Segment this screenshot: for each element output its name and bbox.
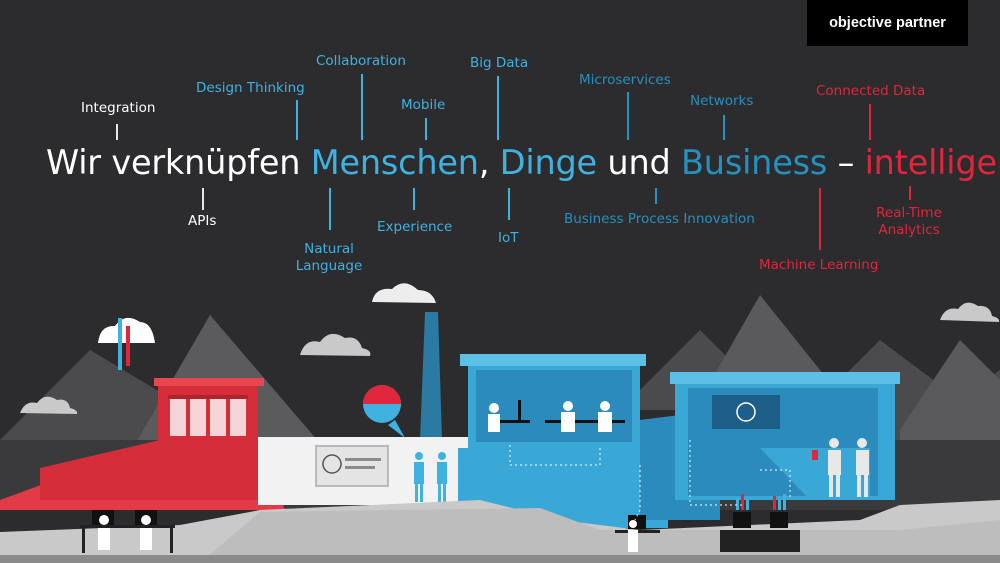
headline: Wir verknüpfen Menschen, Dinge und Busin… [46,141,1000,185]
tag-collaboration: Collaboration [316,53,406,69]
tag-microservices: Microservices [579,72,671,88]
tag-realtime-analytics: Real-Time Analytics [868,205,950,239]
tag-natural-language: Natural Language [290,241,368,275]
tag-design-thinking: Design Thinking [196,80,305,96]
headline-comma: , [478,143,500,182]
connector-realtime-analytics [909,186,911,200]
tag-iot: IoT [498,230,519,246]
headline-dinge: Dinge [499,143,597,182]
tag-integration: Integration [81,100,156,116]
connector-apis [202,188,204,210]
tag-mobile: Mobile [401,97,446,113]
tag-natural-language-line2: Language [295,258,363,274]
blue-building-right [670,372,900,500]
bottom-desks [615,494,800,552]
headline-dash: – [827,143,865,182]
tag-business-process-innovation: Business Process Innovation [564,211,755,227]
tag-networks: Networks [690,93,754,109]
clouds [20,283,1000,414]
tag-connected-data: Connected Data [816,83,926,99]
connector-mobile [425,118,427,140]
headline-menschen: Menschen [310,143,479,182]
connector-integration [116,124,118,140]
connector-design-thinking [296,100,298,140]
connector-big-data [497,76,499,140]
headline-business: Business [681,143,828,182]
connector-bpi [655,188,657,204]
headline-part1: Wir verknüpfen [46,143,311,182]
headline-intelligent: intelligent. [864,143,1000,182]
connector-microservices [627,92,629,140]
tag-realtime-line1: Real-Time [876,205,942,221]
red-building [154,378,264,475]
tag-big-data: Big Data [470,55,529,71]
connector-collaboration [361,74,363,140]
logo[interactable]: objective partner [807,0,968,46]
tag-apis: APIs [188,213,217,229]
connector-iot [508,188,510,220]
connector-experience [413,188,415,210]
connector-networks [723,115,725,140]
tag-natural-language-line1: Natural [304,241,354,257]
tag-machine-learning: Machine Learning [759,257,879,273]
white-building [258,385,468,505]
chimney [420,312,442,440]
tag-realtime-line2: Analytics [878,222,940,238]
connector-connected-data [869,104,871,140]
connector-machine-learning [819,188,821,250]
tag-experience: Experience [377,219,453,235]
left-desks [80,510,175,553]
connector-natural-language [329,188,331,230]
headline-und: und [596,143,681,182]
